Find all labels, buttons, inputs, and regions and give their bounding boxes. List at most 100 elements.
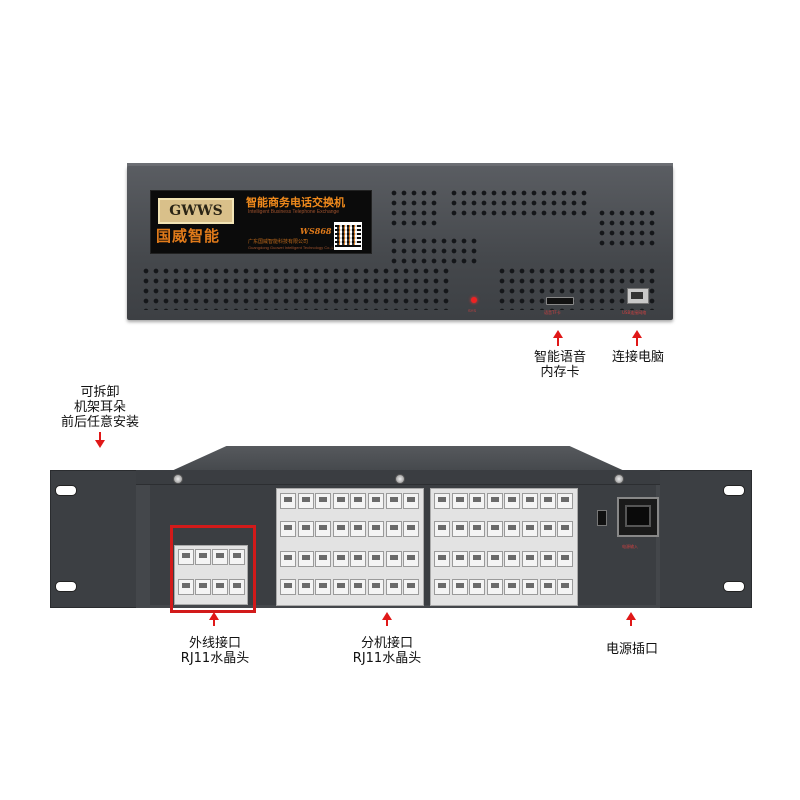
rj11-port[interactable] [469,521,486,537]
rj11-port[interactable] [469,579,486,595]
rj11-port[interactable] [315,579,332,595]
rj11-port[interactable] [403,551,420,567]
trunk-highlight-box [170,525,256,613]
rj11-port[interactable] [451,579,468,595]
rj11-port[interactable] [539,521,556,537]
rj11-port[interactable] [385,579,402,595]
rj11-port[interactable] [332,579,349,595]
rj11-port[interactable] [403,493,420,509]
model-number: WS868 [300,226,332,236]
callout-power-socket: 电源插口 [605,642,658,657]
rj11-port[interactable] [350,579,367,595]
arrow-shaft [636,338,638,346]
rj11-port[interactable] [451,521,468,537]
arrow-shaft [213,618,215,626]
company-name-cn: 广东国威智能科技有限公司 [248,239,309,245]
rj11-port[interactable] [280,579,296,595]
rj11-port[interactable] [229,549,245,565]
callout-line: 分机接口 [360,636,413,651]
rj11-port[interactable] [195,549,211,565]
rj11-port[interactable] [486,521,503,537]
rj11-port[interactable] [385,521,402,537]
callout-extension-ports: 分机接口 RJ11水晶头 [335,636,439,666]
tf-card-slot[interactable] [546,297,574,305]
rj11-port[interactable] [539,493,556,509]
rj11-port[interactable] [315,551,332,567]
rack-ear-left [50,470,152,608]
rj11-port[interactable] [539,579,556,595]
rj11-port[interactable] [212,579,228,595]
rj11-port[interactable] [280,493,296,509]
callout-pc-connect: 连接电脑 [611,350,664,365]
rj11-port[interactable] [178,579,194,595]
brand-name-cn: 国威智能 [156,227,221,245]
rj11-port[interactable] [297,551,314,567]
arrow-up-icon [626,612,636,620]
rj11-port[interactable] [522,579,538,595]
rj11-port[interactable] [297,579,314,595]
rj11-port[interactable] [434,521,450,537]
rj11-port[interactable] [332,551,349,567]
rj11-port[interactable] [350,551,367,567]
rj11-port[interactable] [539,551,556,567]
rj11-port[interactable] [434,493,450,509]
rj11-port[interactable] [368,521,384,537]
rj11-port[interactable] [557,493,574,509]
vent-grille [141,266,451,310]
rj11-port[interactable] [469,493,486,509]
rj11-port[interactable] [504,493,521,509]
rj11-port[interactable] [332,493,349,509]
ear-mount-hole [55,581,77,592]
rj11-port[interactable] [368,551,384,567]
rj11-port[interactable] [280,551,296,567]
rj11-port[interactable] [368,579,384,595]
rj11-port[interactable] [332,521,349,537]
rj11-port[interactable] [504,579,521,595]
rj11-port[interactable] [451,551,468,567]
rj11-port[interactable] [522,551,538,567]
arrow-up-icon [553,330,563,338]
rj11-port[interactable] [451,493,468,509]
rj11-port[interactable] [557,579,574,595]
rear-chassis-top [169,446,627,472]
rj11-port[interactable] [522,521,538,537]
callout-voice-card: 智能语音 内存卡 [520,350,600,380]
rj11-port[interactable] [434,551,450,567]
rj11-port[interactable] [212,549,228,565]
rj11-port[interactable] [486,579,503,595]
rj11-port[interactable] [557,551,574,567]
rj11-port[interactable] [469,551,486,567]
rj11-port[interactable] [557,521,574,537]
rj11-port[interactable] [315,521,332,537]
rj11-port[interactable] [522,493,538,509]
rj11-port[interactable] [486,493,503,509]
rj11-port[interactable] [385,493,402,509]
rj11-port[interactable] [315,493,332,509]
usb-port-socket [631,292,643,299]
vent-grille [389,236,479,266]
rj11-port[interactable] [504,521,521,537]
power-socket-inner [625,505,651,527]
usb-label: USB连接网络 [622,310,647,315]
rj11-port[interactable] [504,551,521,567]
rj11-port[interactable] [297,493,314,509]
rj11-port[interactable] [350,521,367,537]
arrow-shaft [557,338,559,346]
rj11-port[interactable] [403,579,420,595]
rj11-port[interactable] [195,579,211,595]
rj11-port[interactable] [350,493,367,509]
rj11-port[interactable] [178,549,194,565]
rj11-port[interactable] [385,551,402,567]
rj11-port[interactable] [403,521,420,537]
callout-line: 可拆卸 [80,385,120,400]
vent-grille [389,188,441,228]
rj11-port[interactable] [486,551,503,567]
power-switch[interactable] [597,510,607,526]
rj11-port[interactable] [434,579,450,595]
rj11-port[interactable] [297,521,314,537]
arrow-shaft [630,618,632,626]
rj11-port[interactable] [280,521,296,537]
product-title-cn: 智能商务电话交换机 [246,196,345,209]
rj11-port[interactable] [229,579,245,595]
rj11-port[interactable] [368,493,384,509]
